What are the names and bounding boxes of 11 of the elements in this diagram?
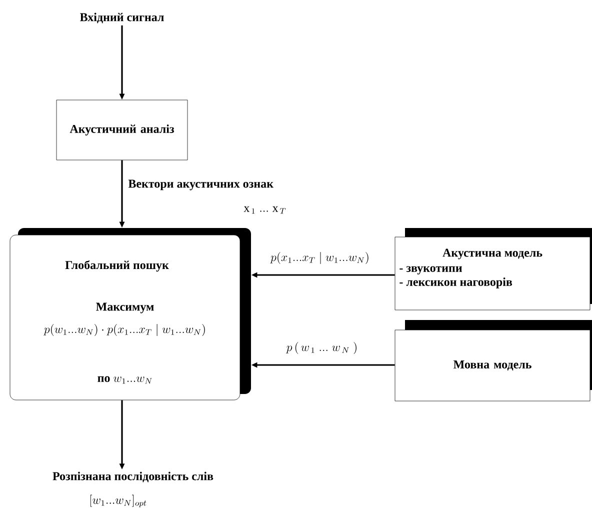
input-text: Вхідний сигнал xyxy=(80,12,164,24)
vector-formula: $\mathrm{x}_{\,1}\;...\;\mathrm{x}_{\,T}$ xyxy=(244,206,286,214)
edge-label: $p(x_1 ... x_T \mid w_1 ... w_N)$ xyxy=(270,251,370,265)
model-box: Мовна модель xyxy=(394,320,592,402)
model-box: Акустична модель - звукотипи - лексикон наговорів xyxy=(394,228,592,310)
edge-label: Вектори акустичних ознак xyxy=(127,178,275,192)
output-text: Розпізнана послідовність слів xyxy=(52,472,214,482)
edge-label: $p\,(\,w_{\,1}\;...\;w_{\,N}\;)$ xyxy=(285,341,359,355)
search-box: Глобальний пошук Максимум $p(w_1 ... w_N)\cdot p(x_1 ... x_T \mid w_1 ... w_N)$ по $w_1 ... w_N$ xyxy=(10,228,251,400)
process-box: Акустичний аналіз xyxy=(56,100,188,160)
output-formula: $[w_1 ... w_N]_{opt}$ xyxy=(90,494,146,508)
